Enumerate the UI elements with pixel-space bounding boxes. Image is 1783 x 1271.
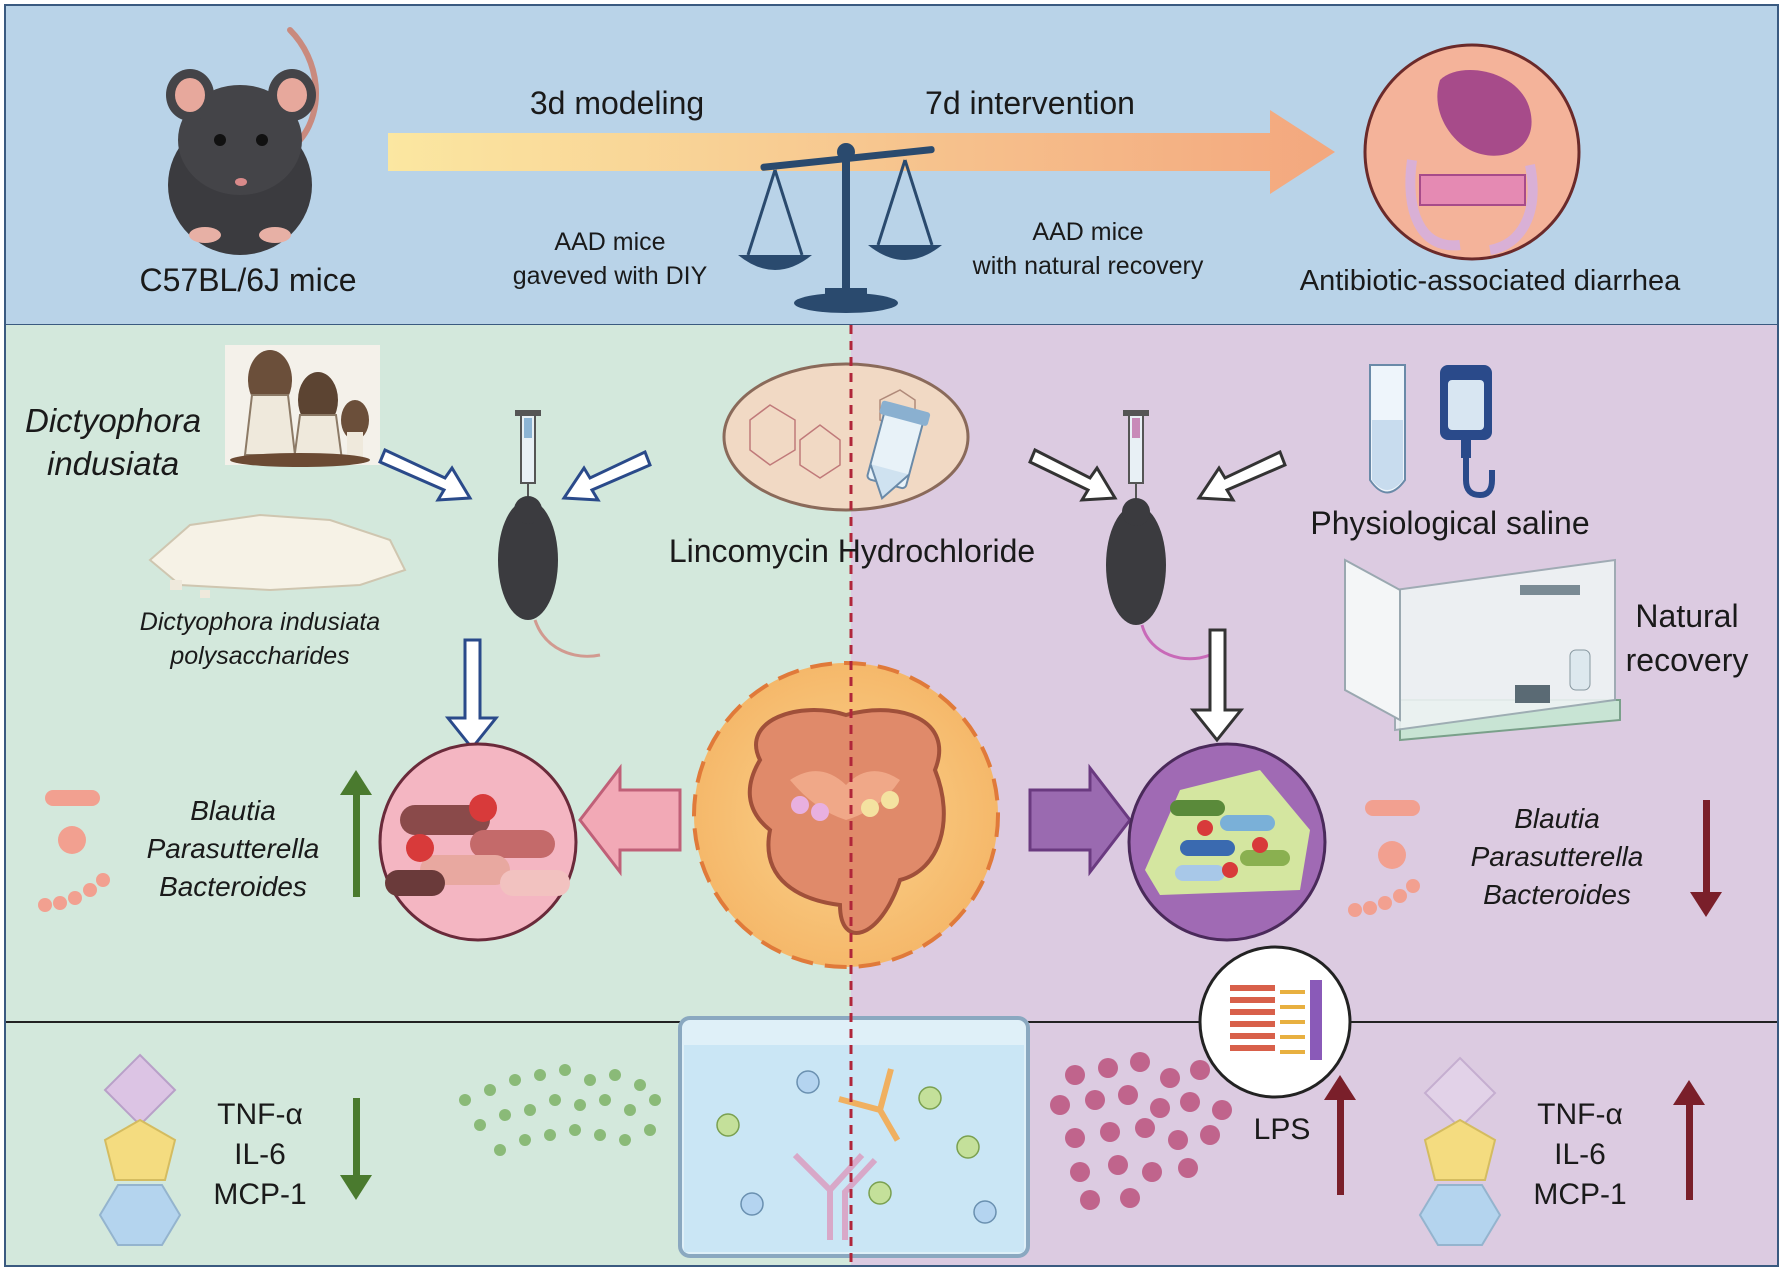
bacteria-up-arrow: [340, 770, 372, 897]
saline-label: Physiological saline: [1310, 505, 1590, 541]
mushroom-icon: [225, 345, 380, 467]
cytokine-up-arrow: [1673, 1080, 1705, 1200]
test-tube-icon: [1369, 364, 1406, 494]
phase2-label: 7d intervention: [925, 85, 1135, 121]
syringe-icon: [515, 410, 541, 500]
beaker-icon: [678, 1016, 1030, 1258]
left-bacteria-2: Parasutterella: [146, 833, 320, 864]
input-arrows-right: [1028, 447, 1287, 743]
left-outcome-arrow: [578, 763, 682, 877]
bacteria-icon: [1348, 800, 1420, 917]
right-cytokine-1: TNF-α: [1537, 1098, 1623, 1131]
right-bacteria-1: Blautia: [1514, 803, 1600, 834]
right-cytokine-3: MCP-1: [1533, 1178, 1627, 1211]
lps-icon: [1198, 945, 1352, 1099]
disease-label: Antibiotic-associated diarrhea: [1299, 265, 1681, 297]
cage-icon: [1344, 558, 1621, 742]
antibiotic-label: Lincomycin Hydrochloride: [668, 533, 1036, 569]
balance-scale-icon: [738, 143, 942, 313]
recovery-line1: Natural: [1635, 598, 1739, 634]
herb-name-line1: Dictyophora: [25, 402, 202, 439]
recovery-line2: recovery: [1625, 642, 1749, 678]
bacteria-icon: [38, 790, 110, 912]
mouse-icon: [498, 496, 601, 658]
intestine-icon: [692, 661, 1000, 969]
timeline-arrow: [388, 110, 1335, 194]
bacteria-down-arrow: [1690, 800, 1722, 917]
lps-label: LPS: [1253, 1113, 1311, 1146]
right-bacteria-2: Parasutterella: [1470, 841, 1644, 872]
right-cytokine-2: IL-6: [1554, 1138, 1606, 1171]
antibiotic-icon: [722, 362, 970, 512]
lps-dots-right: [1050, 1052, 1232, 1210]
cytokine-icon: [1418, 1056, 1502, 1246]
syringe-icon: [1123, 410, 1149, 500]
polysaccharide-line1: Dictyophora indusiata: [139, 608, 381, 636]
mouse-label: C57BL/6J mice: [139, 262, 357, 298]
right-group-line2: with natural recovery: [972, 252, 1204, 280]
herb-name-line2: indusiata: [47, 445, 180, 482]
polysaccharide-powder-icon: [148, 513, 407, 598]
left-cytokine-3: MCP-1: [213, 1178, 307, 1211]
left-cytokine-1: TNF-α: [217, 1098, 303, 1131]
left-group-line2: gaveved with DIY: [512, 262, 708, 290]
input-arrows-left: [378, 447, 652, 751]
left-cytokine-2: IL-6: [234, 1138, 286, 1171]
phase1-label: 3d modeling: [529, 85, 705, 121]
stomach-icon: [1363, 43, 1581, 261]
mouse-icon: [1106, 498, 1211, 661]
antibody-icon: [792, 1068, 901, 1240]
right-outcome-arrow: [1028, 763, 1132, 877]
cytokine-down-arrow: [340, 1098, 372, 1200]
left-bacteria-1: Blautia: [190, 795, 276, 826]
right-bacteria-3: Bacteroides: [1483, 879, 1631, 910]
left-group-line1: AAD mice: [554, 228, 666, 256]
mouse-icon: [166, 27, 319, 255]
lps-up-arrow: [1324, 1075, 1356, 1195]
bacteria-icon: [378, 742, 578, 942]
polysaccharide-line2: polysaccharides: [170, 642, 350, 670]
right-group-line1: AAD mice: [1032, 218, 1144, 246]
cytokine-dots-left: [459, 1064, 661, 1156]
iv-bag-icon: [1440, 365, 1495, 499]
cytokine-icon: [98, 1053, 182, 1246]
left-bacteria-3: Bacteroides: [159, 871, 307, 902]
bacteria-icon: [1127, 742, 1327, 942]
